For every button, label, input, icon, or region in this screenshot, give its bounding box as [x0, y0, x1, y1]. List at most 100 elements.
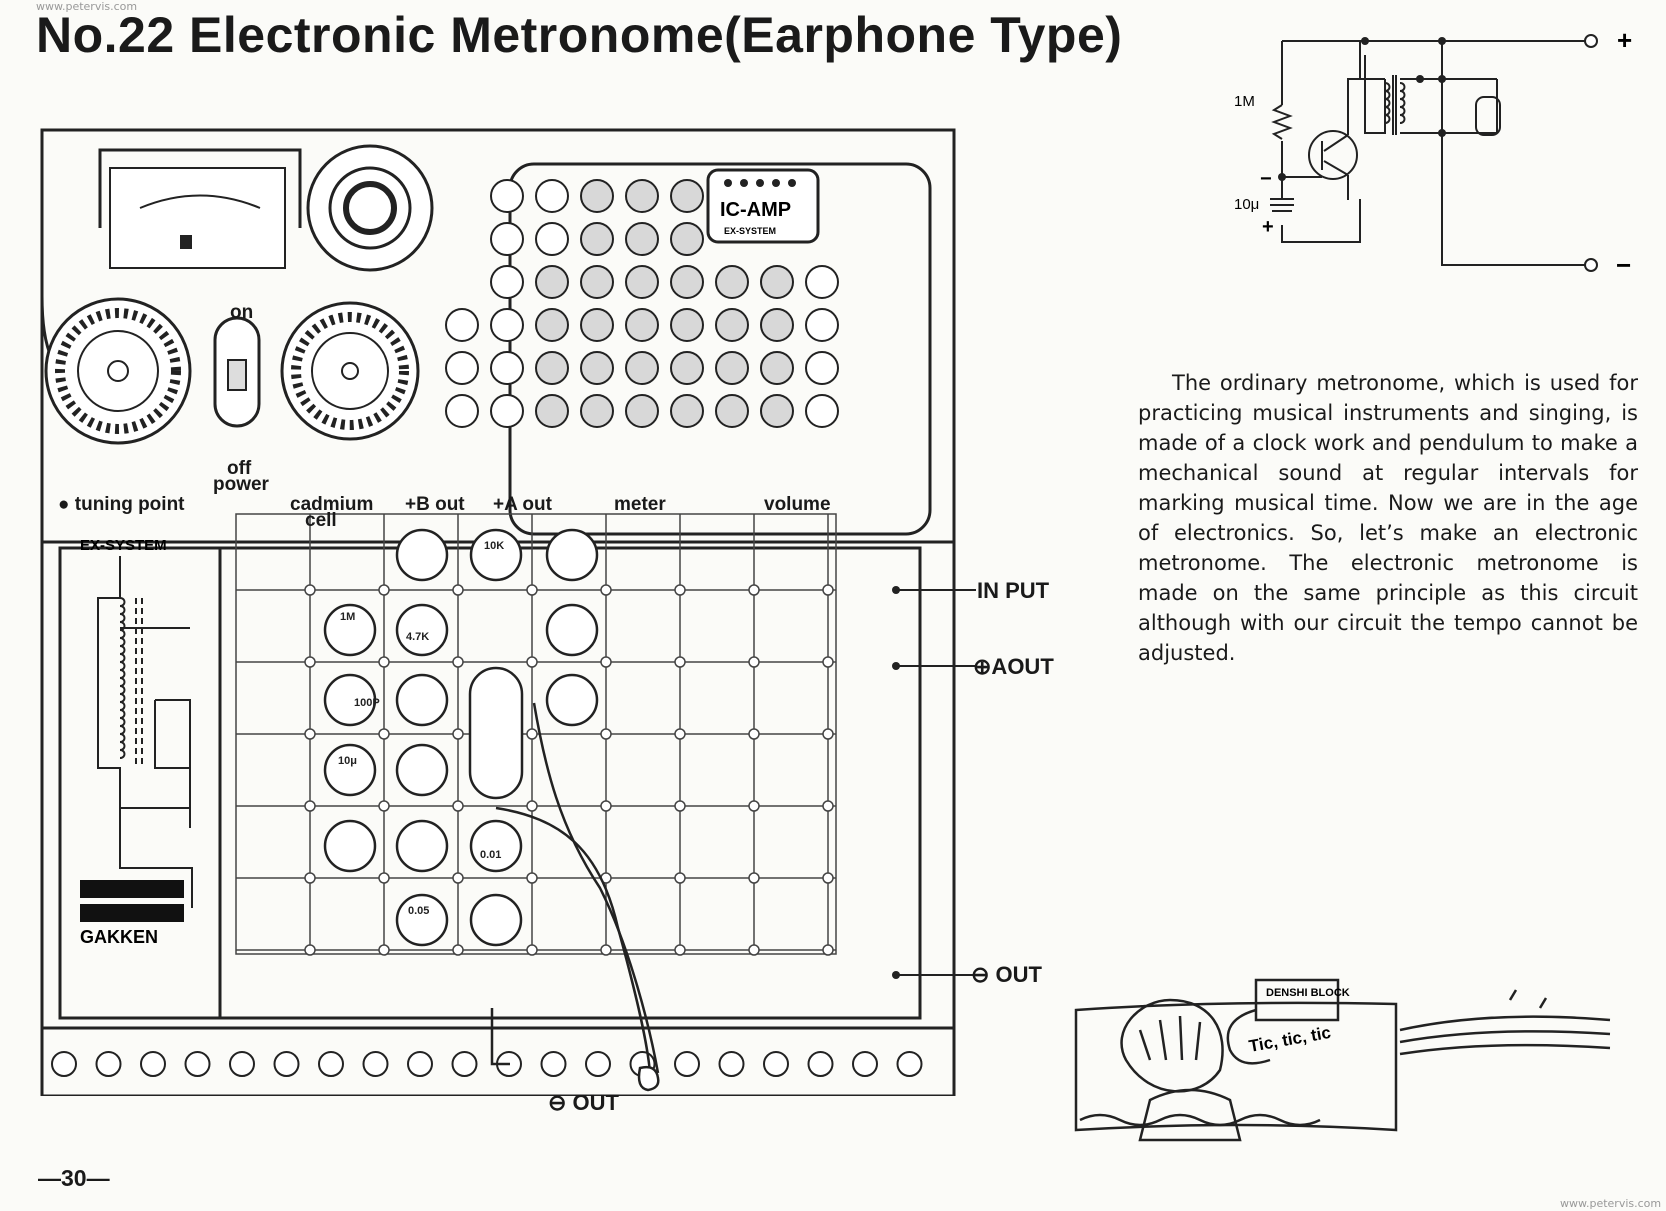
board-node	[452, 584, 464, 596]
ic-amp-sub: EX-SYSTEM	[724, 226, 776, 236]
ex-system-label: EX-SYSTEM	[80, 537, 167, 554]
ic-amp-box	[706, 168, 820, 244]
board-node	[378, 944, 390, 956]
panel-hole	[490, 179, 524, 213]
panel-hole	[715, 351, 749, 385]
bottom-hole	[51, 1051, 77, 1077]
panel-hole	[625, 351, 659, 385]
panel-hole	[580, 179, 614, 213]
board-node	[600, 584, 612, 596]
panel-hole	[805, 351, 839, 385]
panel-hole	[760, 265, 794, 299]
tuning-point-dot: ●	[58, 494, 70, 515]
bottom-hole	[407, 1051, 433, 1077]
comp-001: 0.01	[480, 849, 501, 861]
meter	[98, 148, 302, 269]
panel-hole	[805, 394, 839, 428]
bottom-hole	[763, 1051, 789, 1077]
panel-hole	[445, 308, 479, 342]
description-paragraph: The ordinary metronome, which is used fo…	[1138, 371, 1638, 665]
comp-005: 0.05	[408, 905, 429, 917]
board-node	[748, 584, 760, 596]
panel-hole	[580, 222, 614, 256]
panel-hole	[535, 351, 569, 385]
tuning-dial[interactable]	[44, 297, 192, 445]
label-leaders	[892, 586, 976, 979]
power-label: power	[213, 474, 269, 495]
panel-hole	[535, 222, 569, 256]
panel-hole	[715, 308, 749, 342]
connector-cadmium: cadmium	[290, 494, 374, 515]
panel-hole	[670, 351, 704, 385]
board-node	[452, 944, 464, 956]
panel-hole	[490, 222, 524, 256]
panel-hole	[580, 351, 614, 385]
bottom-hole	[807, 1051, 834, 1077]
panel-hole	[760, 351, 794, 385]
terminal-minus: −	[1616, 250, 1631, 280]
hole-grid	[445, 179, 839, 428]
bottom-hole	[229, 1051, 255, 1077]
schem-minus: −	[1260, 168, 1272, 190]
bottom-hole	[95, 1051, 122, 1077]
gakken-label: GAKKEN	[80, 927, 158, 947]
bottom-hole-row	[51, 1051, 923, 1077]
panel-hole	[715, 265, 749, 299]
ic-amp-label: IC-AMP	[720, 199, 791, 221]
board-node	[748, 728, 760, 740]
board-node	[452, 728, 464, 740]
panel-hole	[580, 265, 614, 299]
panel-hole	[490, 394, 524, 428]
board-node	[452, 800, 464, 812]
panel-hole	[715, 394, 749, 428]
comp-10k: 10K	[484, 540, 504, 552]
board-node	[674, 584, 686, 596]
components	[323, 528, 599, 947]
board-node	[304, 944, 316, 956]
board-node	[526, 728, 538, 740]
schem-cap-label: 10μ	[1234, 196, 1259, 213]
terminal-plus: +	[1617, 25, 1632, 55]
watermark-bottom: www.petervis.com	[1560, 1197, 1662, 1210]
panel-hole	[535, 394, 569, 428]
board-node	[822, 728, 834, 740]
tuning-point-text: tuning point	[74, 494, 185, 515]
board-node	[526, 944, 538, 956]
cartoon-sign: DENSHI BLOCK	[1266, 987, 1350, 999]
bottom-hole	[140, 1051, 166, 1077]
board-node	[600, 800, 612, 812]
panel-hole	[670, 222, 704, 256]
board-node	[748, 800, 760, 812]
board-node	[822, 800, 834, 812]
panel-hole	[580, 394, 614, 428]
bottom-hole	[896, 1051, 923, 1077]
board-node	[600, 944, 612, 956]
board-node	[822, 872, 834, 884]
bottom-hole	[852, 1051, 878, 1077]
comp-47k: 4.7K	[406, 631, 429, 643]
panel-hole	[445, 394, 479, 428]
page-title: No.22 Electronic Metronome(Earphone Type…	[36, 7, 1123, 63]
comp-10u: 10μ	[338, 755, 357, 767]
volume-dial[interactable]	[280, 301, 420, 441]
bottom-hole	[540, 1051, 567, 1077]
panel-hole	[625, 394, 659, 428]
bottom-hole	[451, 1051, 478, 1077]
bottom-hole	[184, 1051, 211, 1077]
panel-hole	[805, 308, 839, 342]
panel-hole	[670, 394, 704, 428]
tuning-point-label: ● tuning point	[58, 494, 185, 516]
connector-b-out: +B out	[405, 494, 465, 515]
bottom-hole	[318, 1051, 344, 1077]
connector-a-out: +A out	[493, 494, 552, 515]
panel-hole	[490, 265, 524, 299]
component-board	[235, 513, 837, 956]
bottom-hole	[585, 1051, 611, 1077]
page-number: —30—	[38, 1165, 110, 1191]
board-node	[674, 800, 686, 812]
panel-hole	[805, 265, 839, 299]
ex-system-schematic	[97, 556, 193, 908]
board-node	[304, 584, 316, 596]
panel-hole	[490, 351, 524, 385]
board-node	[822, 584, 834, 596]
